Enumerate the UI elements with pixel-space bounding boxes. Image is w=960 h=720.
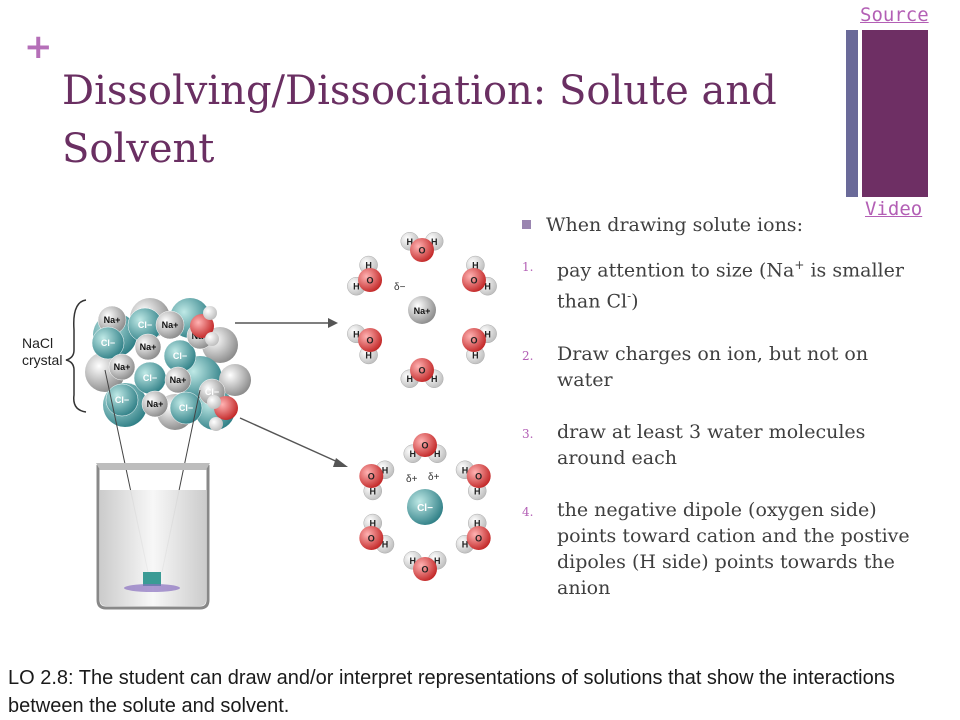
crystal-ion-label: Na+ (140, 342, 157, 352)
water-molecule: H HO (359, 460, 395, 501)
oxygen-label: O (368, 472, 375, 482)
hydrated-anion: Cl− δ+ δ+ (406, 472, 443, 525)
water-molecule: H HO (461, 255, 497, 296)
crystal-ion-label: Na+ (147, 399, 164, 409)
arrow-to-anion (239, 417, 348, 467)
water-molecule: H HO (403, 433, 447, 463)
delta-plus-label: δ+ (428, 472, 440, 483)
delta-plus-label: δ+ (406, 474, 418, 485)
hydrogen-label: H (474, 519, 481, 529)
crystal-ion-label: Cl− (138, 320, 152, 330)
hydrogen-label: H (407, 374, 414, 384)
crystal-ion-label: Na+ (104, 315, 121, 325)
water-molecule: H HO (347, 324, 383, 365)
water-molecule: H HO (403, 551, 447, 581)
hydrogen-label: H (474, 486, 481, 496)
crystal-ion-label: Cl− (205, 387, 219, 397)
cation-label: Na+ (414, 306, 431, 316)
learning-objective: LO 2.8: The student can draw and/or inte… (8, 667, 895, 717)
list-number: 2. (522, 348, 534, 363)
hydrogen-label: H (434, 449, 441, 459)
water-molecule: H HO (461, 324, 497, 365)
hydrogen-label: H (472, 261, 479, 271)
crystal-ion-label: Cl− (179, 403, 193, 413)
crystal-ion-label: Cl− (115, 395, 129, 405)
list-item: 3. draw at least 3 water molecules aroun… (522, 420, 866, 469)
hydrogen-label: H (484, 329, 491, 339)
hydrogen-label: H (410, 556, 417, 566)
oxygen-label: O (367, 336, 374, 346)
plus-icon: + (24, 27, 53, 67)
hydrogen-label: H (462, 540, 469, 550)
water-molecule: H HO (347, 255, 383, 296)
hydrogen-label: H (410, 449, 417, 459)
crystal-brace (65, 299, 87, 413)
crystal-ion-label: Na+ (114, 362, 131, 372)
crystal-ion-label: Cl− (173, 351, 187, 361)
hydrogen-label: H (382, 540, 389, 550)
arrow-to-cation (235, 318, 338, 328)
square-bullet-icon (522, 220, 531, 229)
hydrogen-label: H (365, 261, 372, 271)
source-link[interactable]: Source (860, 4, 929, 26)
oxygen-label: O (475, 472, 482, 482)
hydrogen-label: H (434, 556, 441, 566)
oxygen-label: O (421, 441, 428, 451)
slide-title: Dissolving/Dissociation: Solute and Solv… (62, 68, 777, 172)
oxygen-label: O (470, 336, 477, 346)
hydrated-cation: Na+ δ− (394, 282, 436, 324)
list-number: 4. (522, 504, 534, 519)
video-link[interactable]: Video (865, 198, 923, 220)
water-molecule: H HO (400, 232, 444, 262)
oxygen-label: O (470, 276, 477, 286)
anion-label: Cl− (417, 503, 433, 514)
hydrogen-label: H (353, 282, 360, 292)
delta-minus-label: δ− (394, 282, 406, 293)
bullet-lead: When drawing solute ions: (522, 212, 912, 238)
hydrogen-label: H (382, 465, 389, 475)
crystal-ion-label: Na+ (162, 320, 179, 330)
hydrogen-label: H (462, 465, 469, 475)
list-number: 1. (522, 260, 534, 274)
oxygen-label: O (367, 276, 374, 286)
hydrogen-label: H (484, 282, 491, 292)
hydrogen-label: H (365, 350, 372, 360)
oxygen-label: O (368, 534, 375, 544)
water-molecule: H HO (359, 513, 395, 554)
crystal-ion-label: Cl− (101, 338, 115, 348)
crystal-ion-label: Na+ (170, 375, 187, 385)
decorative-bar (862, 30, 928, 197)
list-number: 3. (522, 426, 534, 441)
water-molecule: H HO (455, 513, 491, 554)
hydrogen-label: H (353, 329, 360, 339)
hydrogen-label: H (370, 519, 377, 529)
nacl-crystal: Na+ Cl− Na+ Cl− Na+ Cl− Na+ Cl− Na+ Cl− … (85, 298, 251, 431)
bullet-list: When drawing solute ions: 1. pay attenti… (522, 212, 912, 627)
hydrogen-label: H (472, 350, 479, 360)
water-molecule: H HO (400, 358, 444, 388)
oxygen-label: O (418, 246, 425, 256)
list-item: 4. the negative dipole (oxygen side) poi… (522, 498, 910, 599)
oxygen-label: O (421, 565, 428, 575)
hydrogen-label: H (431, 237, 438, 247)
hydrogen-label: H (431, 374, 438, 384)
water-molecule: H HO (455, 460, 491, 501)
crystal-label-line2: crystal (22, 352, 62, 368)
bullet-lead-text: When drawing solute ions: (546, 214, 803, 236)
list-item: 1. pay attention to size (Na+ is smaller… (522, 252, 912, 315)
hydrogen-label: H (407, 237, 414, 247)
decorative-bar-thin (846, 30, 858, 197)
beaker (96, 463, 210, 610)
numbered-list: 1. pay attention to size (Na+ is smaller… (522, 252, 912, 601)
hydrogen-label: H (370, 486, 377, 496)
crystal-ion-label: Cl− (143, 373, 157, 383)
dissolving-diagram: NaCl crystal Na+ Cl− Na+ Cl− Na (22, 232, 497, 610)
oxygen-label: O (418, 366, 425, 376)
oxygen-label: O (475, 534, 482, 544)
crystal-label-line1: NaCl (22, 335, 53, 351)
list-item: 2. Draw charges on ion, but not on water (522, 342, 869, 391)
